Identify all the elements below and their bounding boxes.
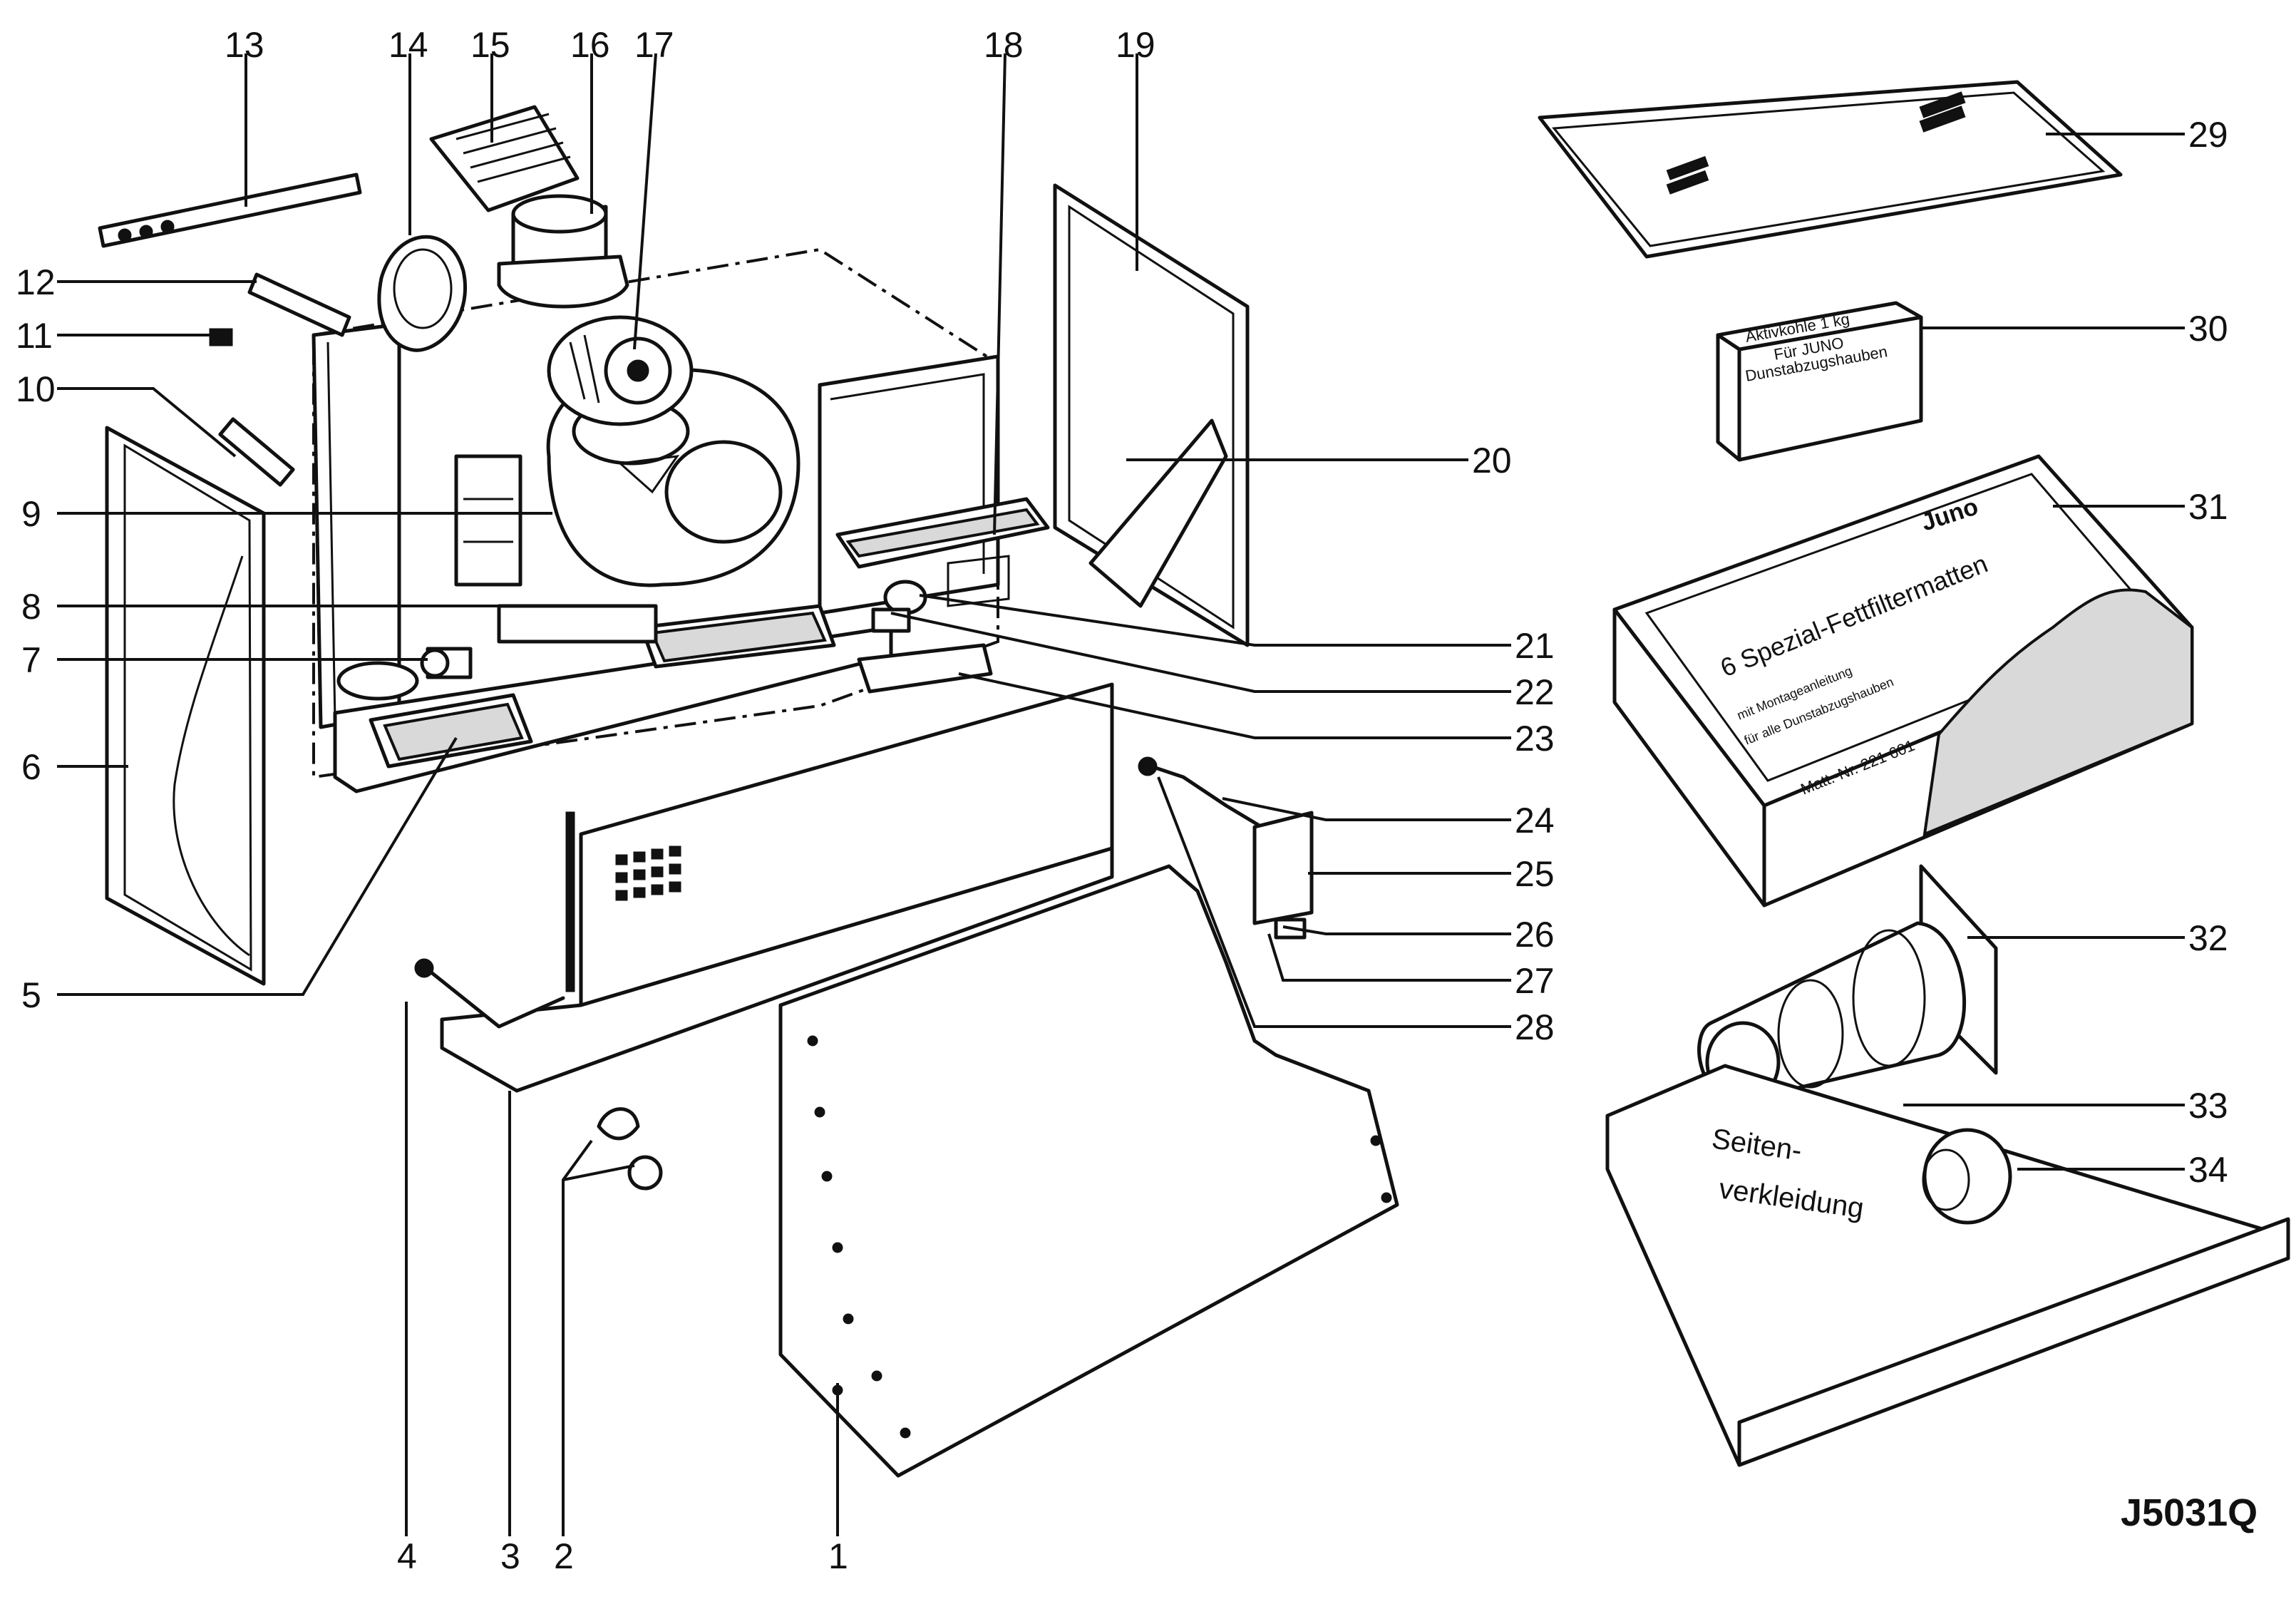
plate-23 <box>857 643 993 694</box>
label-12: 12 <box>16 262 56 302</box>
label-4: 4 <box>397 1536 417 1576</box>
label-19: 19 <box>1116 25 1155 65</box>
label-22: 22 <box>1515 672 1555 712</box>
label-11: 11 <box>16 316 53 356</box>
switch-parts <box>857 555 1010 694</box>
charcoal-box-30: Aktivkohle 1 kg Für JUNO Dunstabzugshaub… <box>1716 301 1923 462</box>
label-2: 2 <box>554 1536 574 1576</box>
label-15: 15 <box>470 25 510 65</box>
label-7: 7 <box>21 640 41 680</box>
transformer-25 <box>1252 811 1314 925</box>
label-28: 28 <box>1515 1007 1555 1047</box>
part-labels: 1 2 3 4 5 6 7 8 9 10 11 12 13 14 15 16 1… <box>16 25 2228 1576</box>
rail-13 <box>98 173 362 248</box>
top-parts <box>98 105 629 352</box>
handle-10 <box>218 417 295 487</box>
label-34: 34 <box>2188 1150 2228 1190</box>
label-8: 8 <box>21 587 41 627</box>
front-frame-6 <box>105 417 295 986</box>
label-20: 20 <box>1472 441 1512 480</box>
clip-11 <box>209 328 233 346</box>
hinge-20 <box>1088 418 1228 608</box>
bracket-12 <box>247 272 351 337</box>
label-9: 9 <box>21 494 41 534</box>
side-cladding-set: Seiten- verkleidung <box>1605 864 2290 1467</box>
fasteners-2 <box>597 1107 663 1191</box>
label-33: 33 <box>2188 1086 2228 1126</box>
leader-lines <box>57 53 2185 1536</box>
label-16: 16 <box>570 25 610 65</box>
label-6: 6 <box>21 747 41 787</box>
label-17: 17 <box>634 25 674 65</box>
label-5: 5 <box>21 975 41 1015</box>
label-29: 29 <box>2188 115 2228 155</box>
label-24: 24 <box>1515 801 1555 841</box>
bracket-8 <box>497 604 658 644</box>
label-10: 10 <box>16 369 56 409</box>
drawing-code: J5031Q <box>2121 1491 2258 1534</box>
knob-22 <box>871 607 911 633</box>
label-18: 18 <box>984 25 1024 65</box>
lamp-7 <box>336 647 473 701</box>
label-27: 27 <box>1515 961 1555 1001</box>
label-13: 13 <box>225 25 264 65</box>
label-23: 23 <box>1515 719 1555 759</box>
front-panel-3 <box>414 682 1114 1093</box>
fan-motor-17 <box>547 315 694 426</box>
label-1: 1 <box>828 1536 848 1576</box>
label-3: 3 <box>500 1536 520 1576</box>
label-21: 21 <box>1515 626 1555 666</box>
door-parts <box>835 183 1250 647</box>
grease-filter-5 <box>369 604 836 769</box>
label-30: 30 <box>2188 309 2228 349</box>
rod-4 <box>426 967 565 1029</box>
label-31: 31 <box>2188 487 2228 527</box>
label-32: 32 <box>2188 918 2228 958</box>
label-25: 25 <box>1515 854 1555 894</box>
label-14: 14 <box>388 25 428 65</box>
top-cover-29 <box>1538 80 2123 259</box>
label-26: 26 <box>1515 915 1555 955</box>
filter-box-31: Juno 6 Spezial-Fettfiltermatten mit Mont… <box>1612 454 2194 908</box>
cable-24 <box>1149 764 1264 829</box>
ring-14 <box>377 235 467 352</box>
ring-34 <box>1922 1128 2012 1225</box>
side-panel-1 <box>778 864 1399 1478</box>
